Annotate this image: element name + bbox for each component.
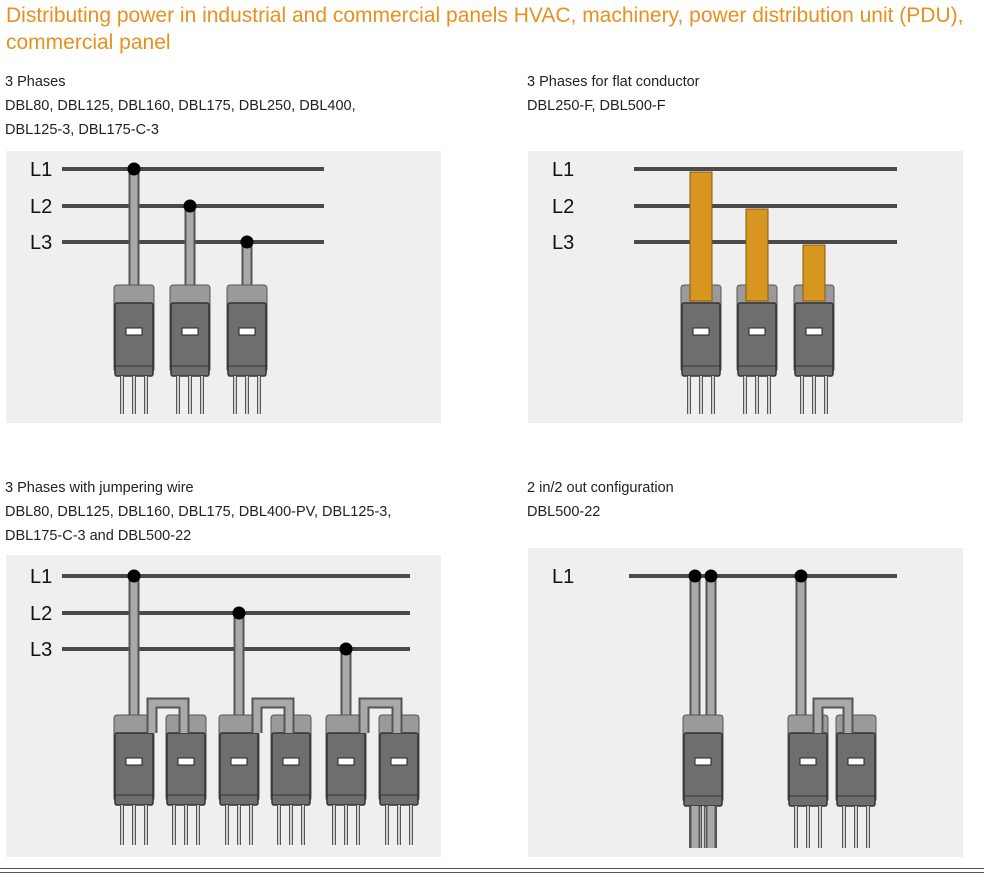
phase-label: L1	[552, 159, 574, 181]
diagram-2in-2out: L1	[528, 548, 963, 857]
phase-label: L3	[30, 639, 52, 661]
phase-label: L3	[30, 232, 52, 254]
connection-dot	[127, 162, 141, 176]
section-models-line: DBL80, DBL125, DBL160, DBL175, DBL400-PV…	[5, 504, 392, 520]
section-jumpering-header: 3 Phases with jumpering wire DBL80, DBL1…	[5, 476, 391, 548]
jumper-wire	[360, 699, 401, 733]
phase-label: L1	[30, 566, 52, 588]
block-label-window	[799, 757, 817, 766]
phase-label: L1	[30, 159, 52, 181]
distribution-block	[683, 732, 723, 807]
distribution-block	[227, 302, 267, 377]
connection-dot	[339, 642, 353, 656]
distribution-block	[219, 732, 259, 806]
distribution-block	[737, 302, 777, 377]
block-label-window	[390, 757, 408, 766]
jumper-wire	[812, 697, 854, 733]
distribution-block	[794, 302, 834, 377]
section-models-line: DBL500-22	[527, 504, 601, 520]
phase-label: L1	[552, 566, 574, 588]
wiring-diagram: L1	[552, 566, 897, 848]
section-models-line: DBL125-3, DBL175-C-3	[5, 122, 159, 138]
divider	[0, 868, 984, 869]
connection-dot	[183, 199, 197, 213]
section-heading: 3 Phases	[5, 74, 66, 90]
distribution-block	[170, 302, 210, 377]
distribution-block	[271, 732, 311, 806]
distribution-block	[166, 732, 206, 806]
block-label-window	[177, 757, 195, 766]
connection-dot	[240, 235, 254, 249]
section-models-line: DBL80, DBL125, DBL160, DBL175, DBL250, D…	[5, 98, 356, 114]
block-label-window	[181, 327, 199, 336]
connection-dot	[688, 569, 702, 583]
connection-dot	[794, 569, 808, 583]
jumper-wire	[253, 699, 293, 733]
section-heading: 3 Phases with jumpering wire	[5, 480, 194, 496]
block-label-window	[805, 327, 823, 336]
block-label-window	[337, 757, 355, 766]
block-label-window	[238, 327, 256, 336]
phase-label: L2	[30, 196, 52, 218]
block-label-window	[847, 757, 865, 766]
phase-label: L3	[552, 232, 574, 254]
jumper-wire	[814, 699, 852, 733]
distribution-block	[379, 732, 419, 806]
connection-dot	[704, 569, 718, 583]
distribution-block	[326, 732, 366, 806]
distribution-block	[788, 732, 828, 807]
divider	[0, 872, 984, 873]
connection-dot	[232, 606, 246, 620]
block-label-window	[125, 327, 143, 336]
block-label-window	[748, 327, 766, 336]
block-label-window	[125, 757, 143, 766]
flat-conductor	[689, 171, 713, 302]
phase-label: L2	[30, 603, 52, 625]
section-2in-2out-header: 2 in/2 out configuration DBL500-22	[527, 476, 674, 524]
section-heading: 2 in/2 out configuration	[527, 480, 674, 496]
block-label-window	[692, 327, 710, 336]
block-label-window	[230, 757, 248, 766]
flat-conductor	[802, 244, 826, 302]
block-label-window	[282, 757, 300, 766]
flat-conductor	[745, 208, 769, 302]
section-models-line: DBL175-C-3 and DBL500-22	[5, 528, 192, 544]
section-heading: 3 Phases for flat conductor	[527, 74, 700, 90]
section-flat-conductor-header: 3 Phases for flat conductor DBL250-F, DB…	[527, 70, 700, 118]
distribution-block	[836, 732, 876, 807]
jumper-wire	[148, 699, 188, 733]
distribution-block	[114, 302, 154, 377]
section-3-phases-header: 3 Phases DBL80, DBL125, DBL160, DBL175, …	[5, 70, 356, 142]
section-models-line: DBL250-F, DBL500-F	[527, 98, 666, 114]
connection-dot	[127, 569, 141, 583]
distribution-block	[681, 302, 721, 377]
page-title: Distributing power in industrial and com…	[6, 4, 964, 54]
distribution-block	[114, 732, 154, 806]
phase-label: L2	[552, 196, 574, 218]
block-label-window	[694, 757, 712, 766]
